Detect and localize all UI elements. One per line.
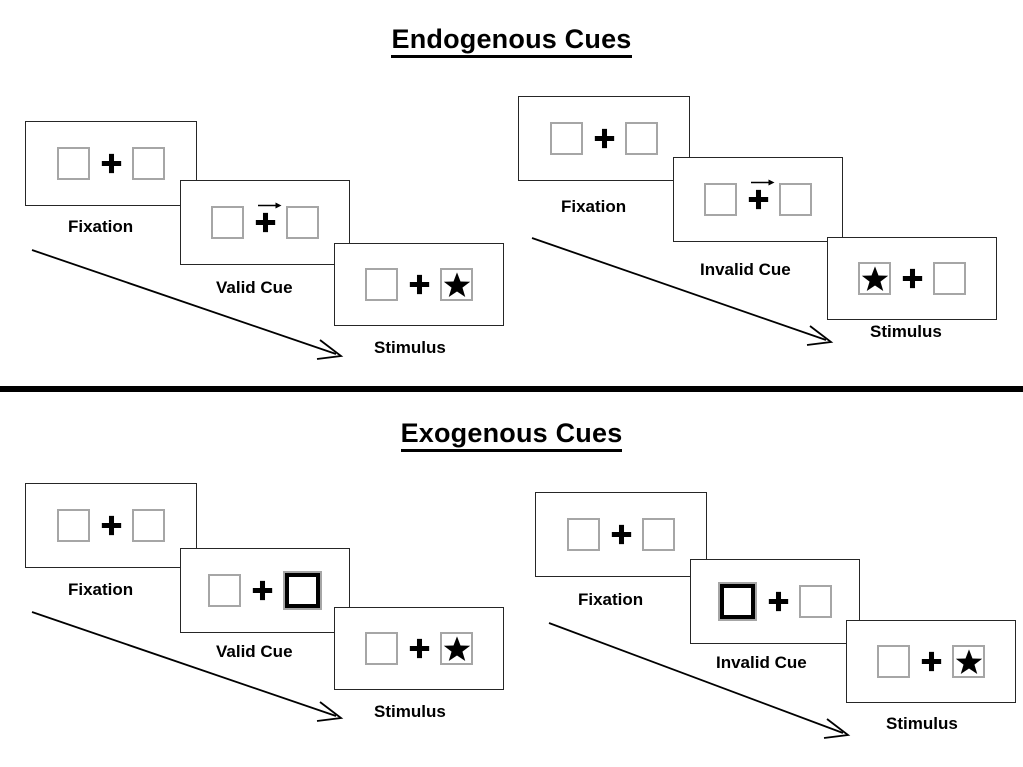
stage-label-fixation: Fixation [561,197,627,216]
plus-icon [409,274,430,295]
panel-exogenous-invalid-stimulus[interactable] [846,620,1016,703]
right-box [625,122,658,155]
right-box [933,262,966,295]
panel-endogenous-invalid-stimulus[interactable] [827,237,997,320]
right-box-cued [283,571,322,610]
panel-exogenous-invalid-cue[interactable] [690,559,860,644]
arrow-right-cue-icon [750,178,776,188]
stage-label-stimulus: Stimulus [374,338,446,357]
left-box [365,268,398,301]
plus-icon [902,268,923,289]
section-title-endogenous: Endogenous Cues [0,24,1023,58]
fixation-cross-wrap [90,144,132,184]
plus-icon [594,128,615,149]
time-progression-arrow [31,249,344,360]
stage-label-stimulus: Stimulus [870,322,942,341]
fixation-cross-wrap [241,571,283,611]
panel-content [181,549,349,632]
panel-endogenous-invalid-cue[interactable] [673,157,843,242]
stage-label-fixation: Fixation [578,590,644,609]
star-icon [955,648,983,676]
panel-content [26,484,196,567]
right-box-with-target [952,645,985,678]
left-box-cued [718,582,757,621]
stage-label-fixation: Fixation [68,580,134,599]
star-icon [861,265,889,293]
left-box-with-target [858,262,891,295]
stage-label-fixation: Fixation [68,217,134,236]
right-box [132,147,165,180]
time-progression-arrow [31,611,344,722]
section-title-endogenous-text: Endogenous Cues [391,24,632,58]
plus-icon [921,651,942,672]
left-box [211,206,244,239]
panel-content [536,493,706,576]
fixation-cross-wrap [910,642,952,682]
panel-content [847,621,1015,702]
stage-label-valid-cue: Valid Cue [216,278,293,297]
right-box-with-target [440,632,473,665]
plus-icon [252,580,273,601]
fixation-cross-wrap [600,515,642,555]
fixation-cross-wrap [398,265,440,305]
fixation-cross-wrap [583,119,625,159]
fixation-cross-wrap [244,203,286,243]
panel-content [335,608,503,689]
stage-label-valid-cue: Valid Cue [216,642,293,661]
arrow-right-cue-icon [257,201,283,211]
plus-icon [255,212,276,233]
section-divider [0,386,1023,392]
section-title-exogenous-text: Exogenous Cues [400,418,623,452]
panel-content [335,244,503,325]
left-box [57,147,90,180]
left-box [550,122,583,155]
plus-icon [101,515,122,536]
left-box [704,183,737,216]
right-box [642,518,675,551]
left-box [208,574,241,607]
panel-content [26,122,196,205]
star-icon [443,635,471,663]
plus-icon [768,591,789,612]
panel-content [519,97,689,180]
panel-endogenous-valid-fixation[interactable] [25,121,197,206]
panel-endogenous-valid-stimulus[interactable] [334,243,504,326]
star-icon [443,271,471,299]
fixation-cross-wrap [891,259,933,299]
panel-endogenous-valid-cue[interactable] [180,180,350,265]
panel-exogenous-invalid-fixation[interactable] [535,492,707,577]
plus-icon [611,524,632,545]
right-box [799,585,832,618]
fixation-cross-wrap [757,582,799,622]
left-box [57,509,90,542]
stage-label-invalid-cue: Invalid Cue [716,653,807,672]
time-progression-arrow [548,622,851,739]
panel-content [674,158,842,241]
right-box [779,183,812,216]
time-progression-arrow [531,237,834,346]
panel-content [691,560,859,643]
right-box-with-target [440,268,473,301]
left-box [567,518,600,551]
left-box [365,632,398,665]
section-title-exogenous: Exogenous Cues [0,418,1023,452]
stage-label-invalid-cue: Invalid Cue [700,260,791,279]
panel-content [181,181,349,264]
panel-exogenous-valid-fixation[interactable] [25,483,197,568]
stage-label-stimulus: Stimulus [886,714,958,733]
right-box [286,206,319,239]
panel-exogenous-valid-cue[interactable] [180,548,350,633]
fixation-cross-wrap [737,180,779,220]
panel-endogenous-invalid-fixation[interactable] [518,96,690,181]
panel-content [828,238,996,319]
panel-exogenous-valid-stimulus[interactable] [334,607,504,690]
plus-icon [101,153,122,174]
plus-icon [409,638,430,659]
stage-label-stimulus: Stimulus [374,702,446,721]
plus-icon [748,189,769,210]
left-box [877,645,910,678]
right-box [132,509,165,542]
fixation-cross-wrap [90,506,132,546]
fixation-cross-wrap [398,629,440,669]
